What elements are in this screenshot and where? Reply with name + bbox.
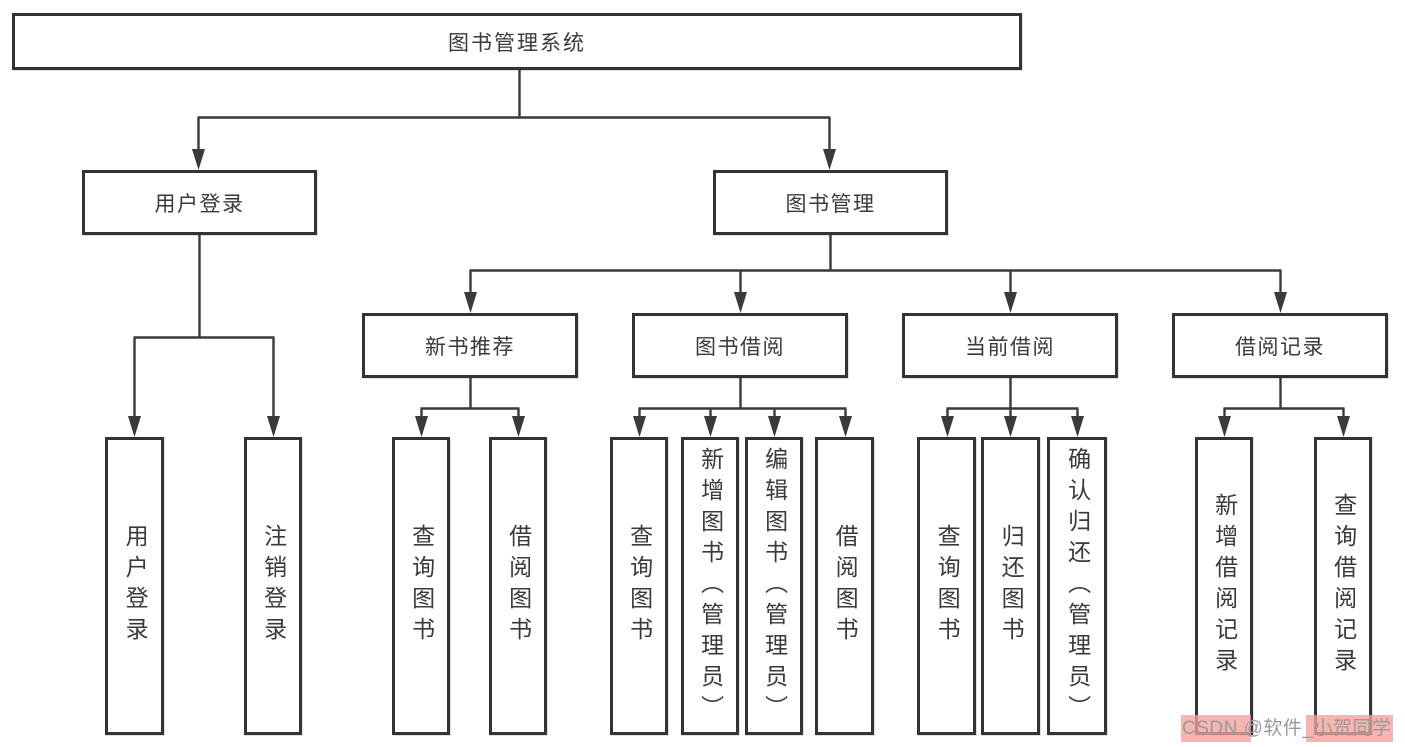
node-label: 图书管理系统 bbox=[448, 31, 586, 55]
node-leaf-query-borrow-record: 查询借阅记录 bbox=[1314, 437, 1372, 735]
node-leaf-add-borrow-record: 新增借阅记录 bbox=[1195, 437, 1253, 735]
node-label: 确认归还（管理员） bbox=[1064, 446, 1091, 726]
watermark-highlight-right bbox=[1306, 715, 1393, 742]
node-user-login-branch: 用户登录 bbox=[82, 170, 317, 235]
node-label: 新书推荐 bbox=[425, 335, 515, 359]
node-leaf-query-books-2: 查询图书 bbox=[610, 437, 668, 735]
node-label: 借阅图书 bbox=[505, 524, 532, 648]
node-label: 注销登录 bbox=[260, 524, 287, 648]
watermark-highlight-left bbox=[1181, 715, 1251, 742]
node-leaf-return-books: 归还图书 bbox=[981, 437, 1040, 735]
node-label: 用户登录 bbox=[122, 524, 149, 648]
node-label: 归还图书 bbox=[998, 524, 1025, 648]
node-leaf-borrow-books-1: 借阅图书 bbox=[489, 437, 547, 735]
node-leaf-borrow-books-2: 借阅图书 bbox=[815, 437, 874, 735]
node-current-borrow: 当前借阅 bbox=[902, 313, 1118, 378]
node-label: 借阅记录 bbox=[1235, 335, 1325, 359]
watermark-text: CSDN @软件_小贺同学 bbox=[1182, 718, 1392, 739]
node-label: 当前借阅 bbox=[965, 335, 1055, 359]
node-borrow-records: 借阅记录 bbox=[1172, 313, 1388, 378]
node-label: 编辑图书（管理员） bbox=[761, 446, 788, 726]
node-label: 借阅图书 bbox=[832, 524, 859, 648]
node-label: 图书借阅 bbox=[695, 335, 785, 359]
node-new-book-recommend: 新书推荐 bbox=[362, 313, 578, 378]
arrowheads bbox=[128, 149, 1350, 437]
node-label: 查询图书 bbox=[408, 524, 435, 648]
node-leaf-logout: 注销登录 bbox=[244, 437, 302, 735]
node-book-borrow: 图书借阅 bbox=[632, 313, 848, 378]
node-label: 图书管理 bbox=[785, 192, 876, 216]
node-leaf-confirm-return-admin: 确认归还（管理员） bbox=[1047, 437, 1107, 735]
node-label: 新增图书（管理员） bbox=[697, 446, 724, 726]
node-leaf-edit-books-admin: 编辑图书（管理员） bbox=[745, 437, 803, 735]
node-book-management-branch: 图书管理 bbox=[713, 170, 948, 235]
node-label: 新增借阅记录 bbox=[1211, 493, 1238, 679]
node-label: 用户登录 bbox=[154, 192, 245, 216]
node-root-library-system: 图书管理系统 bbox=[12, 13, 1022, 70]
connector-path bbox=[133, 70, 1345, 419]
node-leaf-add-books-admin: 新增图书（管理员） bbox=[681, 437, 739, 735]
node-label: 查询图书 bbox=[934, 524, 961, 648]
node-leaf-query-books-1: 查询图书 bbox=[392, 437, 450, 735]
node-leaf-query-books-3: 查询图书 bbox=[917, 437, 976, 735]
node-leaf-user-login: 用户登录 bbox=[105, 437, 164, 735]
node-label: 查询借阅记录 bbox=[1330, 493, 1357, 679]
node-label: 查询图书 bbox=[626, 524, 653, 648]
